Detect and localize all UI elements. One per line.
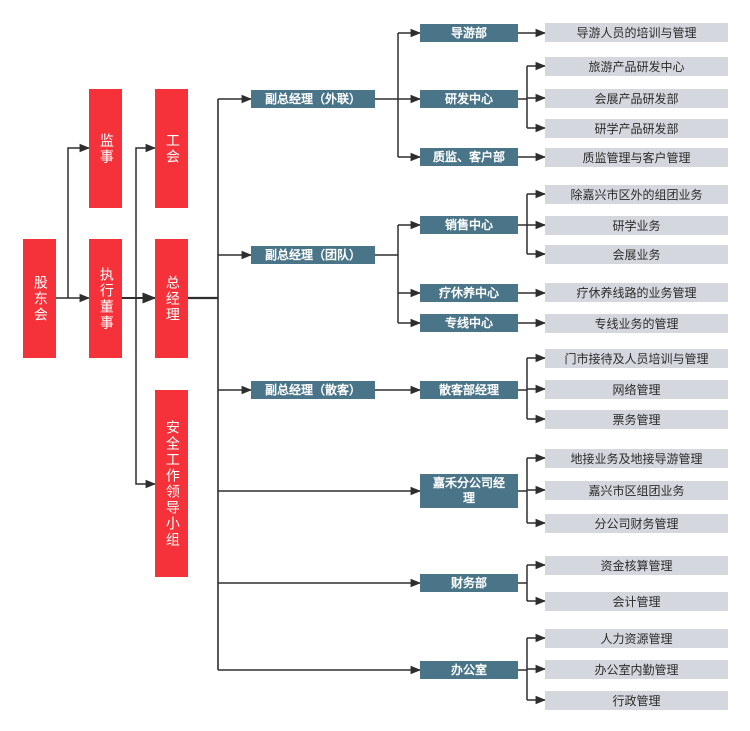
recuperation-center-box: 疗休养中心 — [420, 284, 518, 302]
task-network-mgmt: 网络管理 — [545, 380, 728, 399]
rnd-center-box: 研发中心 — [420, 90, 518, 108]
connector-arrow — [135, 143, 157, 298]
task-office-internal: 办公室内勤管理 — [545, 660, 728, 679]
deputy-gm-individual-box: 副总经理（散客） — [251, 381, 375, 399]
executive-director-box: 执行董事 — [89, 239, 122, 358]
quality-customer-dept-box: 质监、客户部 — [420, 148, 518, 166]
task-local-reception: 地接业务及地接导游管理 — [545, 449, 728, 468]
task-ticketing-mgmt: 票务管理 — [545, 410, 728, 429]
task-accounting: 会计管理 — [545, 592, 728, 611]
task-branch-finance: 分公司财务管理 — [545, 514, 728, 533]
task-study-product-rnd: 研学产品研发部 — [545, 119, 728, 138]
individual-dept-manager-box: 散客部经理 — [420, 381, 518, 399]
office-box: 办公室 — [420, 661, 518, 679]
task-tourism-product-rnd: 旅游产品研发中心 — [545, 57, 728, 76]
tour-guide-dept-box: 导游部 — [420, 24, 518, 42]
finance-dept-box: 财务部 — [420, 574, 518, 592]
general-manager-box: 总经理 — [155, 239, 188, 358]
task-outside-jiaxing-groups: 除嘉兴市区外的组团业务 — [545, 185, 728, 204]
task-human-resources: 人力资源管理 — [545, 629, 728, 648]
task-study-business: 研学业务 — [545, 216, 728, 235]
supervisor-box: 监事 — [89, 89, 122, 208]
safety-group-box: 安全工作领导小组 — [155, 390, 188, 577]
task-recuperation-route-mgmt: 疗休养线路的业务管理 — [545, 283, 728, 302]
task-guide-training: 导游人员的培训与管理 — [545, 23, 728, 42]
deputy-gm-external-box: 副总经理（外联） — [251, 90, 375, 108]
task-jiaxing-city-groups: 嘉兴市区组团业务 — [545, 481, 728, 500]
labor-union-box: 工会 — [155, 89, 188, 208]
task-exhibition-business: 会展业务 — [545, 245, 728, 264]
deputy-gm-group-box: 副总经理（团队） — [251, 246, 375, 264]
task-special-line-mgmt: 专线业务的管理 — [545, 314, 728, 333]
task-storefront-reception: 门市接待及人员培训与管理 — [545, 349, 728, 368]
task-exhibition-product-rnd: 会展产品研发部 — [545, 89, 728, 108]
task-administration: 行政管理 — [545, 691, 728, 710]
special-line-center-box: 专线中心 — [420, 314, 518, 332]
task-quality-customer-mgmt: 质监管理与客户管理 — [545, 148, 728, 167]
connector-arrow — [135, 298, 157, 489]
connector-arrow — [67, 143, 91, 298]
jiahe-branch-manager-box: 嘉禾分公司经理 — [420, 474, 518, 508]
shareholders-meeting-box: 股东会 — [23, 239, 56, 358]
sales-center-box: 销售中心 — [420, 216, 518, 234]
task-fund-accounting: 资金核算管理 — [545, 556, 728, 575]
